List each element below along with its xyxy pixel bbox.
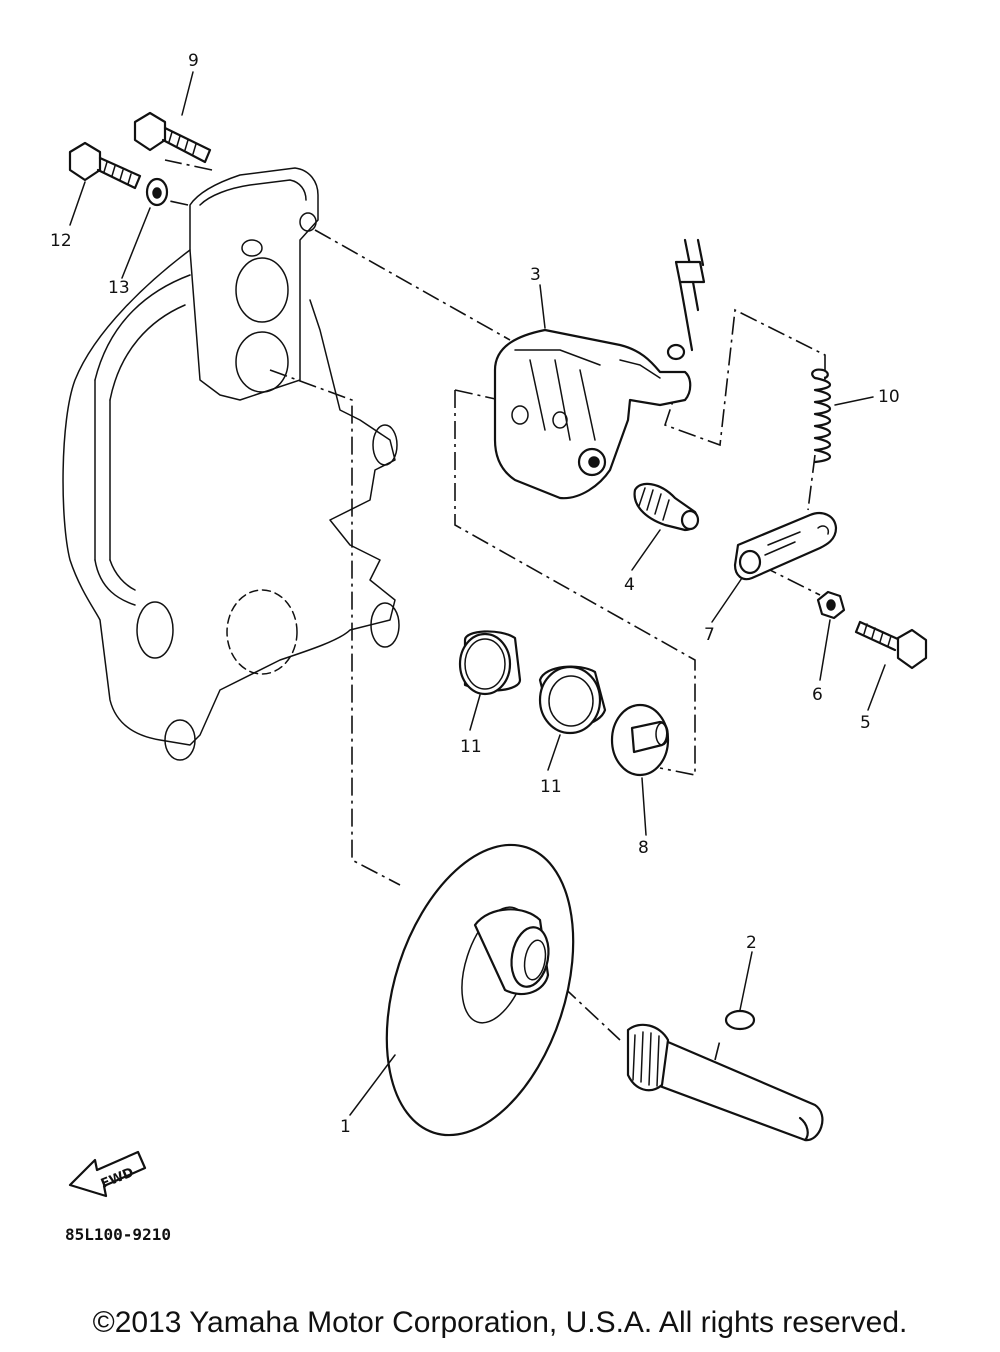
disc-1 xyxy=(385,843,575,1137)
bolt-12 xyxy=(68,141,142,190)
callout-12: 12 xyxy=(50,231,72,251)
callout-8: 8 xyxy=(638,838,649,858)
copyright-notice: ©2013 Yamaha Motor Corporation, U.S.A. A… xyxy=(92,1306,908,1339)
lever-arm-7 xyxy=(733,511,838,581)
diagram-code: 85L100-9210 xyxy=(65,1225,171,1244)
worm-screw-4 xyxy=(633,482,700,532)
bolt-5 xyxy=(854,620,928,670)
callout-2: 2 xyxy=(746,933,757,953)
bracket-3 xyxy=(493,328,692,500)
callout-4: 4 xyxy=(624,575,635,595)
callout-7: 7 xyxy=(704,625,715,645)
drive-shaft xyxy=(626,1023,824,1142)
bolt-9 xyxy=(133,111,212,164)
cable-end xyxy=(666,238,706,361)
fwd-arrow-icon: FWD xyxy=(68,1150,147,1198)
callout-13: 13 xyxy=(108,278,130,298)
leader-lines xyxy=(164,159,826,1061)
callout-6: 6 xyxy=(812,685,823,705)
washer-13 xyxy=(145,177,169,207)
flange-shaft-8 xyxy=(610,703,670,777)
callout-1: 1 xyxy=(340,1117,351,1137)
callout-5: 5 xyxy=(860,713,871,733)
seal-11b xyxy=(538,665,607,735)
callout-leaders xyxy=(69,71,886,1116)
callout-10: 10 xyxy=(878,387,900,407)
callout-11b: 11 xyxy=(540,777,562,797)
housing-cover xyxy=(62,167,400,761)
callout-11a: 11 xyxy=(460,737,482,757)
spring-10 xyxy=(811,368,832,464)
nut-6 xyxy=(816,590,846,620)
callout-numbers: 9 12 13 3 10 4 7 6 5 11 11 8 2 1 xyxy=(50,51,900,1137)
callout-9: 9 xyxy=(188,51,199,71)
callout-3: 3 xyxy=(530,265,541,285)
seal-11a xyxy=(458,630,522,696)
key-2 xyxy=(724,1009,756,1031)
